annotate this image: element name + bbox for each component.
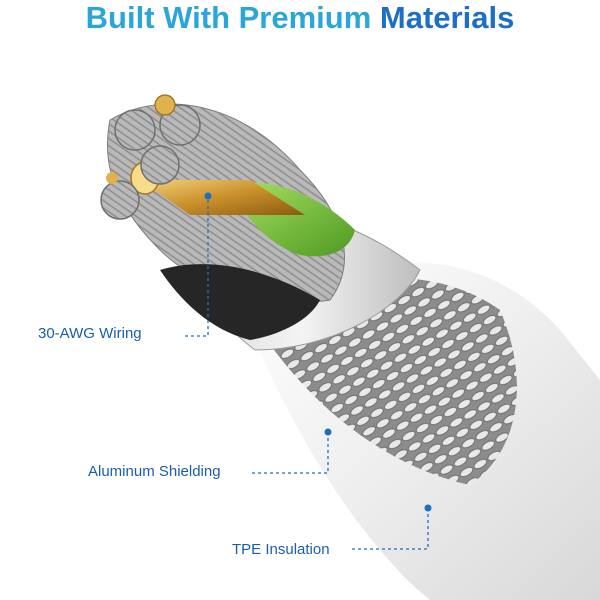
callout-wiring: 30-AWG Wiring	[38, 325, 142, 342]
copper-conductor	[140, 180, 305, 215]
callout-shielding: Aluminum Shielding	[88, 463, 221, 480]
leader-lines	[185, 198, 429, 550]
title-part-dark: Materials	[379, 0, 515, 35]
title-part-light: Built With Premium	[85, 0, 380, 35]
black-core	[160, 264, 320, 340]
strand-ends	[100, 94, 201, 220]
callout-insulation: TPE Insulation	[232, 541, 330, 558]
page-title: Built With Premium Materials	[0, 0, 600, 40]
leader-dots	[204, 192, 432, 512]
